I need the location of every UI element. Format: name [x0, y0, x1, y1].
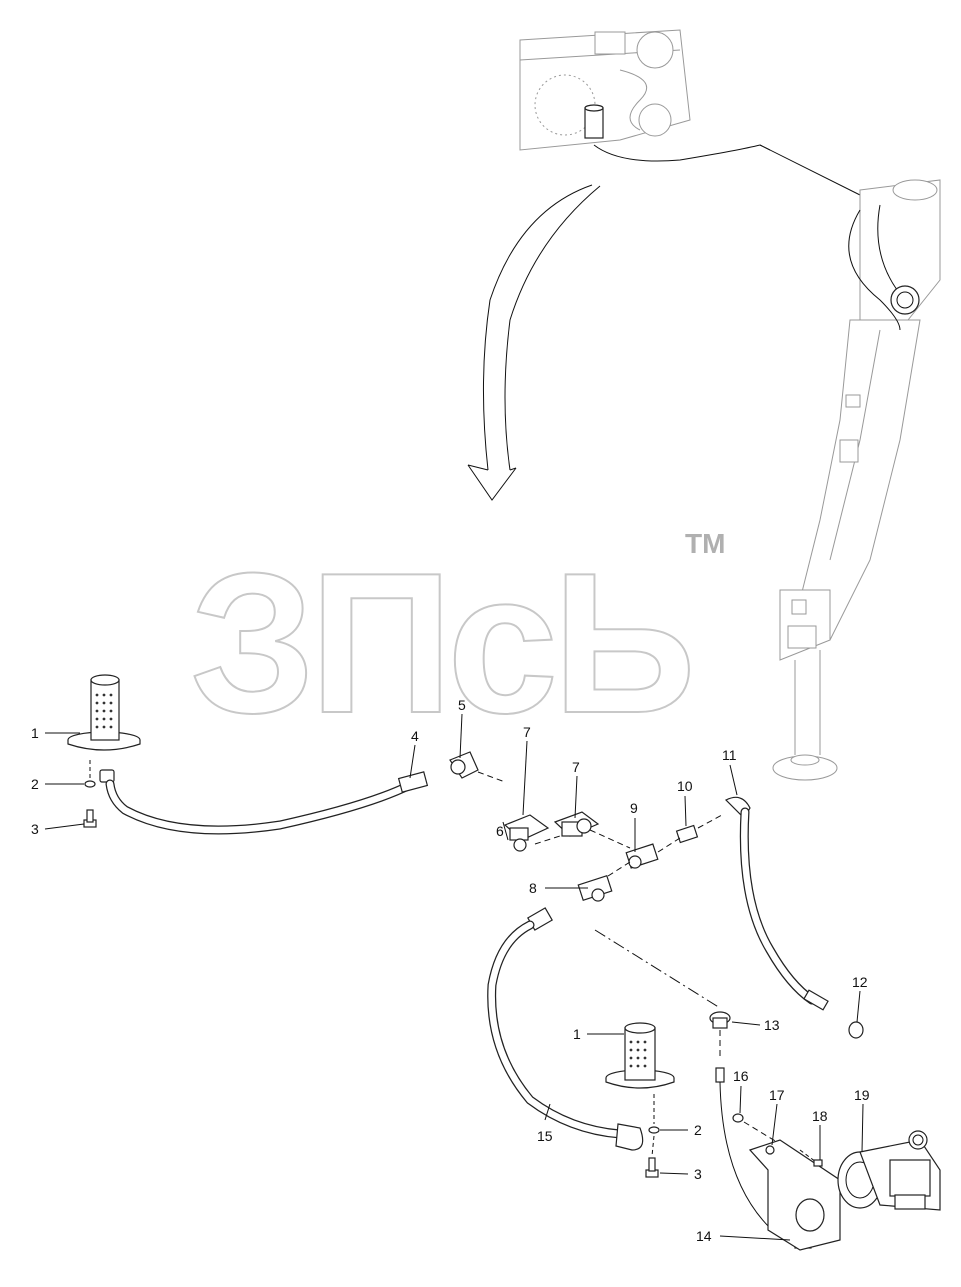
- callout-17: 17: [769, 1087, 785, 1103]
- fitting-6-7a: [503, 814, 550, 852]
- elbow-5: [449, 751, 479, 779]
- callout-10: 10: [677, 778, 693, 794]
- overview-pump: [890, 285, 920, 315]
- callout-6: 6: [496, 823, 504, 839]
- callout-19: 19: [854, 1087, 870, 1103]
- bolt-3-lower: [645, 1157, 659, 1178]
- callout-16: 16: [733, 1068, 749, 1084]
- callout-1: 1: [31, 725, 39, 741]
- bolt-16: [732, 1113, 744, 1123]
- watermark-text: ЗПсЬ: [190, 532, 690, 755]
- watermark-tm: TM: [685, 528, 725, 559]
- callout-15: 15: [537, 1128, 553, 1144]
- callout-7b: 7: [572, 759, 580, 775]
- hose-4: [105, 771, 429, 835]
- callout-8: 8: [529, 880, 537, 896]
- washer-2-lower: [648, 1126, 660, 1134]
- washer-2-left: [84, 780, 96, 788]
- callout-4: 4: [411, 728, 419, 744]
- pump-19: [837, 1130, 941, 1211]
- callout-11: 11: [722, 747, 737, 763]
- nipple-10: [675, 824, 699, 844]
- callout-12: 12: [852, 974, 868, 990]
- callout-14: 14: [696, 1228, 712, 1244]
- tee-8: [577, 875, 613, 902]
- tank-1-left: [67, 674, 141, 783]
- callout-3-lower: 3: [694, 1166, 702, 1182]
- callout-5: 5: [458, 697, 466, 713]
- fitting-13: [709, 1011, 731, 1029]
- overview-tank: [584, 107, 604, 139]
- bolt-18: [799, 1149, 823, 1167]
- watermark: ЗПсЬ TM: [189, 528, 725, 756]
- tee-9: [625, 843, 659, 869]
- callout-1-lower: 1: [573, 1026, 581, 1042]
- leader-lines: [44, 713, 864, 1241]
- callout-3: 3: [31, 821, 39, 837]
- callout-2-lower: 2: [694, 1122, 702, 1138]
- hose-15: [487, 907, 644, 1151]
- hose-11: [724, 796, 829, 1011]
- bolt-3-left: [83, 809, 97, 828]
- bracket-17: [748, 1139, 841, 1251]
- fitting-7b: [553, 811, 600, 837]
- callout-labels: 1 2 3 4 5 6 7 7 8 9 10 11 12 13 1 2 3 14…: [31, 697, 870, 1244]
- nut-12: [848, 1021, 864, 1039]
- machine-overview: [519, 29, 941, 781]
- callout-13: 13: [764, 1017, 780, 1033]
- detail-arrow: [467, 184, 601, 501]
- callout-18: 18: [812, 1108, 828, 1124]
- callout-2: 2: [31, 776, 39, 792]
- callout-7a: 7: [523, 724, 531, 740]
- tank-1-lower: [605, 1022, 675, 1089]
- callout-9: 9: [630, 800, 638, 816]
